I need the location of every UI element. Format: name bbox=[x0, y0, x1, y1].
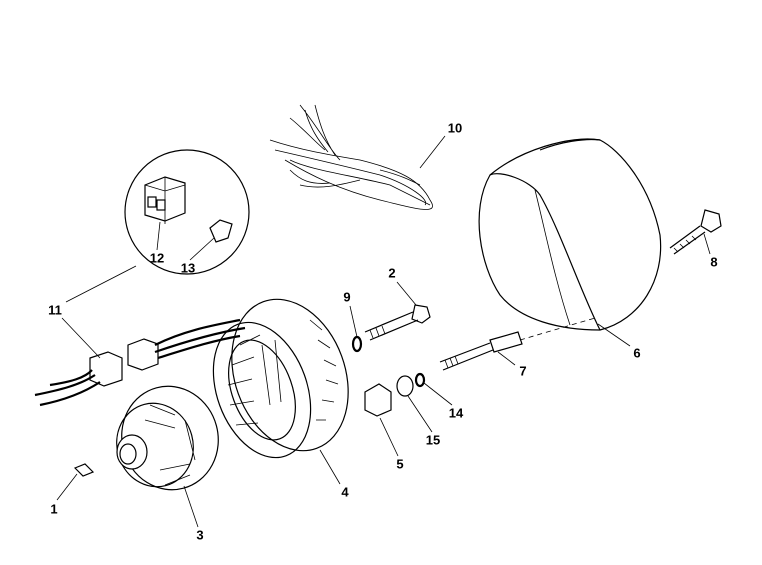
leader-lines bbox=[56, 135, 711, 528]
callout-1: 1 bbox=[50, 501, 58, 517]
callout-5: 5 bbox=[396, 456, 404, 472]
part-5-cap bbox=[364, 383, 392, 417]
part-9-washer bbox=[351, 335, 363, 353]
callout-7: 7 bbox=[519, 363, 527, 379]
part-2-bolt bbox=[364, 304, 431, 341]
callout-10: 10 bbox=[447, 120, 463, 136]
part-7-through-bolt bbox=[439, 317, 596, 371]
callout-11: 11 bbox=[48, 302, 62, 318]
callout-9: 9 bbox=[343, 289, 351, 305]
callout-3: 3 bbox=[196, 527, 204, 543]
part-13-terminal bbox=[209, 219, 233, 243]
part-11-connectors bbox=[34, 318, 246, 407]
callout-4: 4 bbox=[341, 484, 349, 500]
callout-6: 6 bbox=[633, 345, 641, 361]
callout-14: 14 bbox=[448, 405, 464, 421]
part-1-key bbox=[73, 463, 95, 477]
callout-2: 2 bbox=[388, 265, 396, 281]
part-6-housing-ring bbox=[478, 138, 662, 331]
inset-circle bbox=[124, 149, 250, 275]
part-15-washer bbox=[396, 375, 414, 397]
part-4-stator bbox=[212, 298, 349, 459]
callout-13: 13 bbox=[180, 260, 196, 276]
part-14-washer bbox=[414, 372, 426, 388]
part-10-wiring-harness bbox=[269, 104, 433, 210]
callout-12: 12 bbox=[149, 250, 165, 266]
part-8-bolt bbox=[669, 209, 722, 255]
callout-8: 8 bbox=[710, 254, 718, 270]
callout-15: 15 bbox=[425, 432, 441, 448]
part-3-rotor bbox=[116, 385, 219, 491]
